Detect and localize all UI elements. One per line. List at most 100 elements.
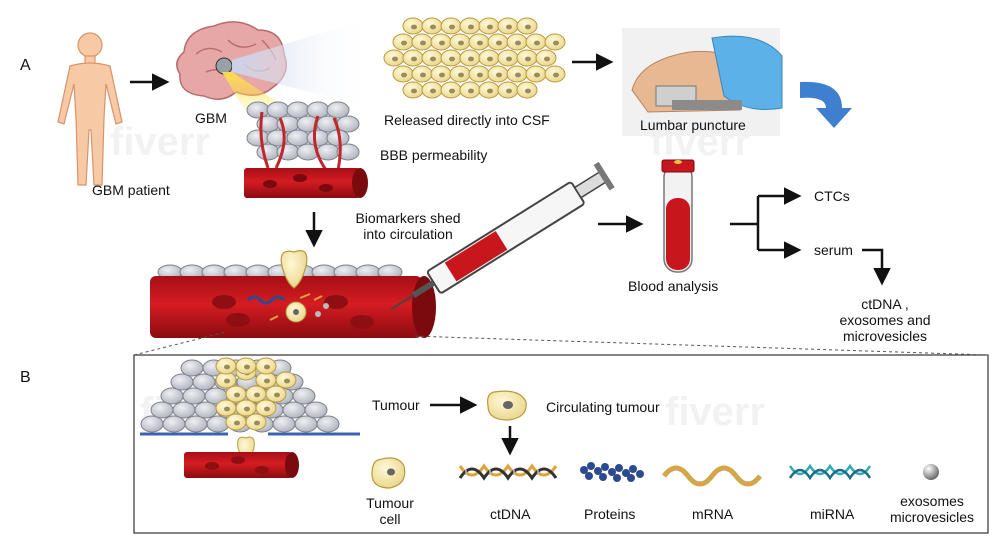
label-proteins: Proteins — [584, 506, 636, 522]
label-exosomes-line2: microvesicles — [889, 509, 974, 525]
cell — [192, 373, 216, 391]
cell — [306, 101, 330, 119]
cell-nucleus — [506, 24, 512, 30]
exosome-icon — [923, 464, 939, 480]
cell-nucleus — [244, 406, 250, 412]
cell-nucleus — [487, 88, 493, 94]
circulating-tumour-cell — [487, 390, 527, 421]
label-biomarkers: Biomarkers shed into circulation — [348, 210, 468, 242]
cell-nucleus — [430, 56, 436, 62]
label-mirna: miRNA — [810, 506, 855, 522]
cell-nucleus — [544, 56, 550, 62]
cell — [336, 115, 360, 133]
cell — [286, 129, 310, 147]
cell-nucleus — [506, 56, 512, 62]
cell-nucleus — [254, 392, 260, 398]
cell-nucleus — [420, 40, 426, 46]
cell — [294, 415, 318, 433]
protein-bead — [587, 462, 595, 470]
cell-nucleus — [553, 72, 559, 78]
cell-nucleus — [284, 378, 290, 384]
protein-bead — [599, 473, 607, 481]
curved-arrow-blue — [800, 81, 852, 128]
protein-bead — [615, 464, 623, 472]
label-bbb-permeability: BBB permeability — [380, 147, 488, 163]
cell — [140, 415, 164, 433]
label-blood-analysis: Blood analysis — [628, 278, 719, 294]
cell-nucleus — [224, 406, 230, 412]
cell — [150, 401, 174, 419]
cell — [256, 143, 280, 161]
label-gbm-patient: GBM patient — [92, 182, 170, 198]
tumour-cell-icon — [371, 457, 406, 489]
zoom-line-right — [411, 335, 989, 356]
cell-nucleus — [411, 88, 417, 94]
cell — [194, 401, 218, 419]
cell — [266, 101, 290, 119]
cell-nucleus — [496, 40, 502, 46]
zoom-beam-blue — [232, 18, 372, 108]
cell-nucleus — [439, 72, 445, 78]
cell-nucleus — [234, 420, 240, 426]
cell-nucleus — [525, 24, 531, 30]
cell-nucleus — [468, 24, 474, 30]
cell — [206, 415, 230, 433]
label-gbm: GBM — [195, 110, 227, 126]
cell-nucleus — [430, 24, 436, 30]
cell-nucleus — [224, 364, 230, 370]
label-ctdna-exosomes: ctDNA , exosomes and microvesicles — [820, 296, 950, 344]
upper-blood-vessel — [244, 168, 368, 198]
cell-nucleus — [411, 24, 417, 30]
cell — [246, 129, 270, 147]
cell-nucleus — [534, 40, 540, 46]
label-exosomes-line1: exosomes — [900, 493, 964, 509]
cell-nucleus — [392, 56, 398, 62]
cell — [172, 401, 196, 419]
label-serum: serum — [814, 242, 853, 258]
patient-figure — [57, 32, 123, 186]
label-biomarkers-line2: into circulation — [363, 226, 453, 242]
blood-tube — [661, 159, 695, 273]
cell-nucleus — [477, 40, 483, 46]
label-tumour-cell: Tumour cell — [362, 495, 418, 527]
cell — [182, 387, 206, 405]
label-exosomes: exosomes microvesicles — [876, 493, 988, 525]
protein-bead — [613, 474, 621, 482]
panel-label-b: B — [20, 369, 31, 386]
cell-nucleus — [553, 40, 559, 46]
mirna-icon — [788, 463, 872, 481]
label-tumour-cell-line2: cell — [379, 511, 401, 527]
watermark-text: fiverr — [110, 120, 210, 164]
panel-label-a: A — [20, 57, 31, 74]
panel-b-vessel — [184, 452, 299, 478]
label-ctcs: CTCs — [814, 188, 850, 204]
label-lumbar-puncture: Lumbar puncture — [640, 117, 746, 133]
cell — [336, 143, 360, 161]
panel-b-frame — [133, 354, 989, 534]
cell — [286, 101, 310, 119]
cell-nucleus — [525, 88, 531, 94]
cell — [306, 129, 330, 147]
ctdna-icon — [458, 463, 558, 481]
bbb-capillaries — [259, 111, 342, 171]
cell-nucleus — [264, 378, 270, 384]
label-ctdna-line2: exosomes and — [839, 312, 931, 328]
cell — [326, 101, 350, 119]
label-ctdna-line3: microvesicles — [842, 328, 927, 344]
protein-bead — [601, 463, 609, 471]
cell-nucleus — [515, 40, 521, 46]
proteins-icon — [580, 462, 644, 482]
branch-arrows — [730, 187, 891, 286]
label-ctdna-line1: ctDNA , — [861, 296, 909, 312]
watermark-text: fiverr — [665, 390, 765, 434]
cell — [180, 359, 204, 377]
cell-nucleus — [224, 378, 230, 384]
cell-nucleus — [411, 56, 417, 62]
cell — [170, 373, 194, 391]
cell — [246, 101, 270, 119]
protein-bead — [594, 467, 602, 475]
cell-nucleus — [468, 56, 474, 62]
cell-nucleus — [468, 88, 474, 94]
cell — [304, 401, 328, 419]
cell — [272, 415, 296, 433]
